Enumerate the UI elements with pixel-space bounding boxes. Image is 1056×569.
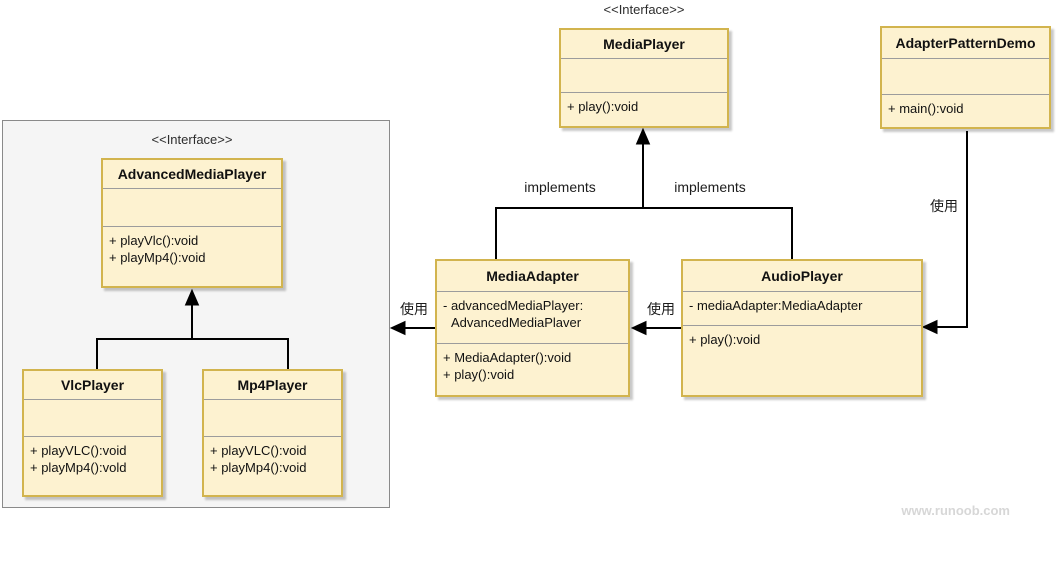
class-mediaplayer: MediaPlayer + play():void <box>559 28 729 128</box>
class-attributes <box>103 188 281 226</box>
class-title: MediaPlayer <box>603 36 685 52</box>
method: + play():void <box>689 332 761 347</box>
label-use-audio-player: 使用 <box>647 301 675 317</box>
class-methods: + playVLC():void + playMp4():void <box>204 436 341 495</box>
method: + main():void <box>888 101 964 116</box>
class-methods: + MediaAdapter():void + play():void <box>437 343 628 395</box>
attribute: - advancedMediaPlayer: <box>443 298 584 313</box>
class-advancedmediaplayer: AdvancedMediaPlayer + playVlc():void + p… <box>101 158 283 288</box>
method: + play():void <box>567 99 639 114</box>
watermark: www.runoob.com <box>901 503 1010 518</box>
arrowhead-use-demo-icon <box>921 319 938 335</box>
label-implements-left: implements <box>524 179 596 195</box>
class-methods: + main():void <box>882 94 1049 127</box>
connector-use-demo <box>921 131 968 335</box>
class-title: AdvancedMediaPlayer <box>117 166 267 182</box>
class-methods: + play():void <box>683 325 921 395</box>
method: + playVLC():void <box>210 443 307 458</box>
method: + playMp4():void <box>210 460 307 475</box>
label-use-demo: 使用 <box>930 198 958 214</box>
class-adapterpatterndemo: AdapterPatternDemo + main():void <box>880 26 1051 129</box>
method: + playVlc():void <box>109 233 199 248</box>
class-mediaadapter: MediaAdapter - advancedMediaPlayer: Adva… <box>435 259 630 397</box>
connector-use-media-adapter <box>389 320 435 336</box>
method: + playMp4():vold <box>30 460 127 475</box>
arrowhead-implements-icon <box>635 127 651 145</box>
class-attributes <box>24 399 161 436</box>
arrowhead-use-left-icon <box>389 320 406 336</box>
class-mp4player: Mp4Player + playVLC():void + playMp4():v… <box>202 369 343 497</box>
method: + play():void <box>443 367 515 382</box>
class-vlcplayer: VlcPlayer + playVLC():void + playMp4():v… <box>22 369 163 497</box>
interface-stereotype-advancedmediaplayer: <<Interface>> <box>151 132 233 147</box>
class-audioplayer: AudioPlayer - mediaAdapter:MediaAdapter … <box>681 259 923 397</box>
arrowhead-use-mid-icon <box>630 320 647 336</box>
class-attributes: - mediaAdapter:MediaAdapter <box>683 291 921 325</box>
attribute: - mediaAdapter:MediaAdapter <box>689 298 863 313</box>
class-attributes <box>882 58 1049 94</box>
class-title: MediaAdapter <box>486 268 579 284</box>
connector-use-audio-player <box>630 320 681 336</box>
method: + playMp4():void <box>109 250 206 265</box>
interface-stereotype-mediaplayer: <<Interface>> <box>603 2 685 17</box>
class-attributes: - advancedMediaPlayer: AdvancedMediaPlav… <box>437 291 628 343</box>
class-title: AudioPlayer <box>761 268 843 284</box>
class-title: Mp4Player <box>237 377 308 393</box>
class-attributes <box>204 399 341 436</box>
label-implements-right: implements <box>674 179 746 195</box>
class-methods: + playVlc():void + playMp4():void <box>103 226 281 286</box>
method: + playVLC():void <box>30 443 127 458</box>
method: + MediaAdapter():void <box>443 350 572 365</box>
label-use-media-adapter: 使用 <box>400 301 428 317</box>
class-attributes <box>561 58 727 92</box>
class-methods: + play():void <box>561 92 727 126</box>
attribute: AdvancedMediaPlaver <box>451 315 582 330</box>
class-title: AdapterPatternDemo <box>895 35 1036 51</box>
class-methods: + playVLC():void + playMp4():vold <box>24 436 161 495</box>
class-title: VlcPlayer <box>60 377 125 393</box>
